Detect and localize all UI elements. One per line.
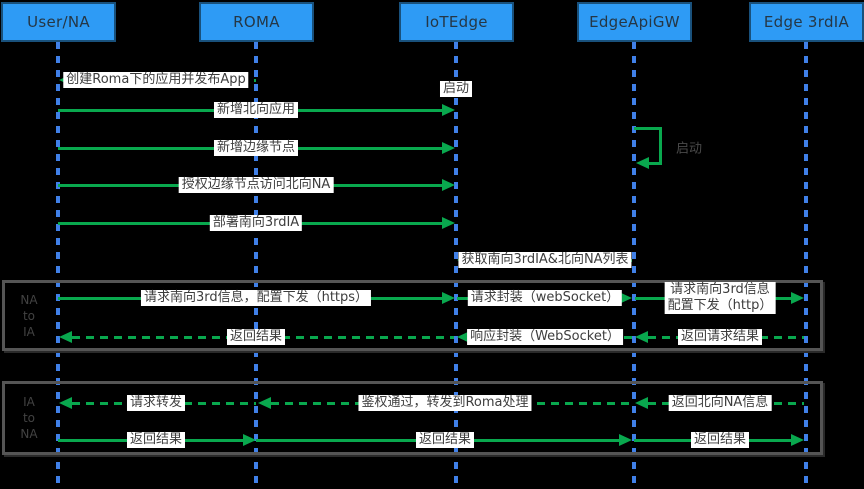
message-label: 请求转发	[126, 395, 186, 411]
message-label: 请求南向3rd信息 配置下发（http）	[664, 282, 776, 314]
frame-na-to-ia: NA to IA	[2, 280, 823, 351]
message-label: 返回请求结果	[677, 329, 763, 345]
self-loop-top-line	[634, 127, 662, 130]
self-loop-right-line	[659, 127, 662, 165]
arrowhead-right-icon	[619, 292, 632, 304]
message-label: 创建Roma下的应用并发布App	[63, 72, 249, 88]
arrowhead-right-icon	[619, 434, 632, 446]
participant-label: IoTEdge	[425, 13, 488, 31]
arrowhead-left-icon	[59, 397, 72, 409]
participant-user-na: User/NA	[1, 2, 116, 42]
frame-label: IA to NA	[20, 395, 38, 441]
message-label: 返回结果	[415, 432, 475, 448]
self-loop-bottom-line	[649, 162, 662, 165]
lifeline-user-na	[56, 42, 60, 486]
message-label: 新增边缘节点	[213, 140, 299, 156]
arrowhead-right-icon	[442, 292, 455, 304]
arrowhead-right-icon	[442, 142, 455, 154]
participant-iotedge: IoTEdge	[399, 2, 514, 42]
arrowhead-right-icon	[442, 217, 455, 229]
arrowhead-left-icon	[59, 331, 72, 343]
message-label: 授权边缘节点访问北向NA	[178, 177, 334, 193]
participant-edgeapigw: EdgeApiGW	[577, 2, 692, 42]
participant-label: EdgeApiGW	[589, 13, 680, 31]
arrowhead-left-icon	[635, 331, 648, 343]
arrowhead-right-icon	[791, 434, 804, 446]
message-label: 鉴权通过，转发到Roma处理	[358, 395, 532, 411]
frame-ia-to-na: IA to NA	[2, 381, 823, 455]
self-loop-label: 启动	[676, 141, 703, 157]
message-label: 返回北向NA信息	[668, 395, 772, 411]
lifeline-iotedge	[454, 42, 458, 486]
participant-label: ROMA	[233, 13, 280, 31]
arrowhead-left-icon	[457, 331, 470, 343]
participant-label: Edge 3rdIA	[763, 13, 850, 31]
participant-label: User/NA	[27, 13, 90, 31]
arrowhead-right-icon	[442, 179, 455, 191]
message-label: 返回结果	[126, 432, 186, 448]
message-label: 返回结果	[226, 329, 286, 345]
participant-roma: ROMA	[199, 2, 314, 42]
message-label: 部署南向3rdIA	[209, 215, 303, 231]
startup-label: 启动	[439, 81, 473, 97]
lifeline-edgeapigw	[632, 42, 636, 486]
message-label: 新增北向应用	[213, 102, 299, 118]
message-label: 返回结果	[690, 432, 750, 448]
message-label: 请求封装（webSocket）	[467, 290, 623, 306]
arrowhead-right-icon	[791, 292, 804, 304]
arrowhead-right-icon	[442, 104, 455, 116]
lifeline-edge-3rdia	[804, 42, 808, 486]
arrowhead-left-icon	[258, 397, 271, 409]
participant-edge-3rdia: Edge 3rdIA	[749, 2, 864, 42]
message-label: 获取南向3rdIA&北向NA列表	[458, 252, 632, 268]
frame-label: NA to IA	[20, 292, 38, 339]
arrowhead-right-icon	[243, 434, 256, 446]
message-label: 响应封装（WebSocket）	[467, 329, 623, 345]
arrowhead-left-icon	[636, 157, 649, 169]
message-label: 请求南向3rd信息，配置下发（https）	[140, 290, 372, 306]
arrowhead-left-icon	[635, 397, 648, 409]
lifeline-roma	[254, 42, 258, 486]
